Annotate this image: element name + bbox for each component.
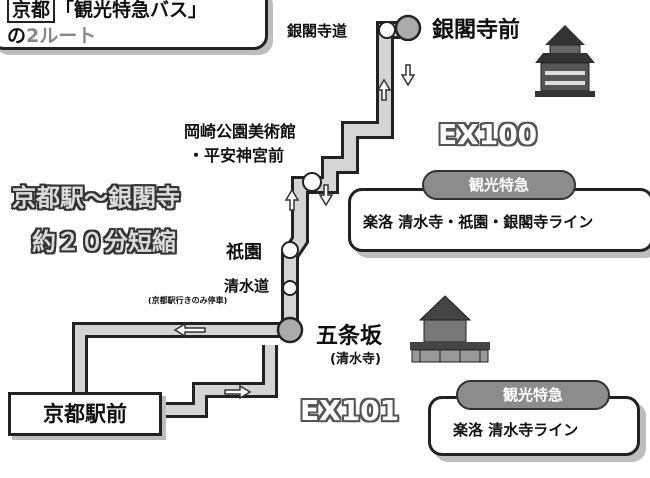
arrow-right-icon [224,384,252,400]
arrow-down-icon [318,184,334,207]
stop-note-kiyomizu-michi: (京都駅行きのみ停車) [148,296,228,305]
route-code-ex100: EX100 [438,118,538,151]
ex101-route-line [72,322,290,418]
stop-label-kyoto-station: 京都駅前 [43,402,127,426]
header-line1-rest: 「観光特急バス」 [55,0,208,21]
stop-kiyomizu-michi-icon [282,280,298,296]
stop-label-kiyomizu-michi: 清水道 [224,277,270,295]
stop-sublabel-gojozaka: (清水寺) [330,352,381,367]
stop-label-ginkakuji-mae: 銀閣寺前 [432,18,521,43]
promo-line2: 約２０分短縮 [32,228,176,256]
header-line1-box: 京都 [7,0,56,23]
stop-okazaki-icon [302,172,322,192]
stop-label-gion: 祇園 [226,242,262,263]
temple-ginkakuji-icon [535,25,595,97]
arrow-up-icon [376,78,392,101]
stop-gojozaka-icon [276,316,304,344]
header-line2-rest: 2ルート [26,25,97,47]
arrow-left-icon [173,322,206,338]
header-box: 京都「観光特急バス」 の2ルート [0,0,268,50]
promo-line1: 京都駅〜銀閣寺 [12,184,180,212]
kyoto-station-box: 京都駅前 [8,392,162,436]
stop-label-gojozaka: 五条坂 [316,324,383,349]
route-code-ex101: EX101 [300,394,400,427]
stop-label-okazaki-2: ・平安神宮前 [188,146,285,165]
stop-ginkakuji-mae-icon [394,14,422,42]
ex101-badge: 観光特急 [456,380,610,410]
ex101-line-name: 楽洛 清水寺ライン [453,421,579,439]
ex100-line-name: 楽洛 清水寺・祇園・銀閣寺ライン [363,213,594,231]
header-line2-prefix: の [7,25,27,47]
stop-label-ginkakuji-michi: 銀閣寺道 [287,22,348,40]
arrow-up-icon [284,188,300,211]
stop-ginkakuji-michi-icon [378,21,396,39]
ex100-badge: 観光特急 [422,170,576,200]
arrow-down-icon [400,64,416,87]
stop-label-okazaki-1: 岡崎公園美術館 [184,122,297,141]
temple-kiyomizudera-icon [410,295,490,363]
stop-gion-icon [281,241,299,259]
